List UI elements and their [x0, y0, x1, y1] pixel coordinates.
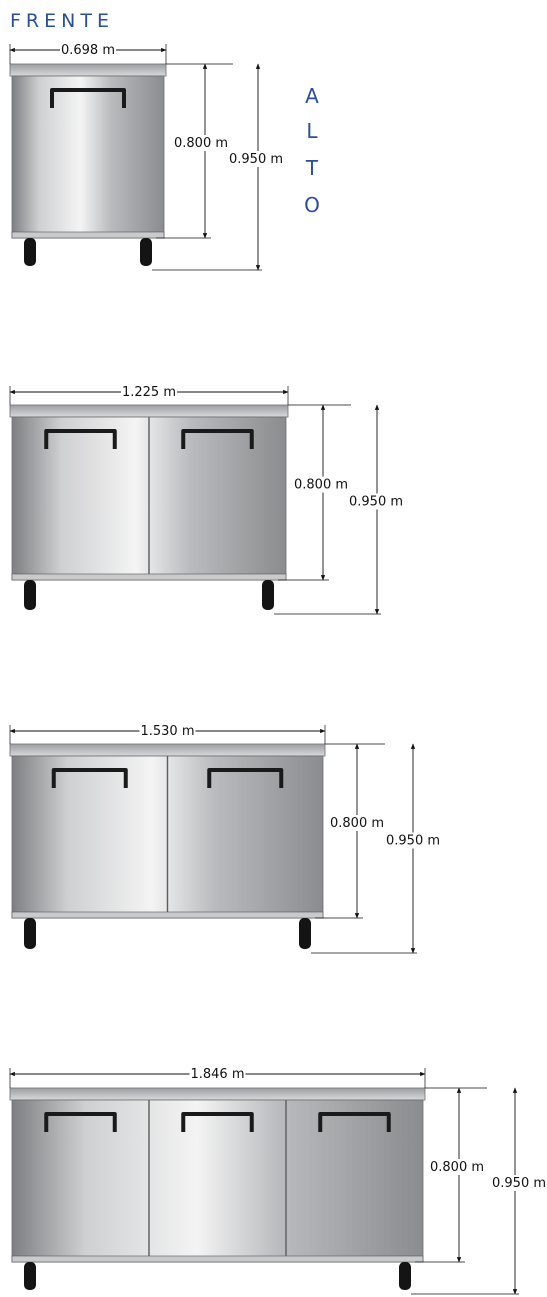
base-strip [11, 231, 165, 239]
door-handle [207, 768, 284, 788]
door-handle [181, 1112, 254, 1132]
side-letter: A [305, 84, 319, 108]
label-backing [121, 384, 177, 398]
countertop [9, 1087, 426, 1101]
door-handle [51, 768, 128, 788]
total-height-label: 0.950 m [349, 495, 403, 510]
caster-leg [24, 1262, 36, 1290]
label-backing [139, 723, 196, 737]
total-height-label: 0.950 m [386, 834, 440, 849]
caster-leg [24, 918, 36, 949]
label-backing [348, 493, 404, 510]
width-label: 1.225 m [122, 385, 176, 400]
countertop [9, 63, 167, 77]
door-handle [44, 429, 117, 449]
width-label: 1.846 m [190, 1067, 244, 1082]
label-backing [189, 1066, 246, 1080]
caster-leg [299, 918, 311, 949]
caster-leg [24, 238, 36, 266]
door-handle [318, 1112, 391, 1132]
width-label: 0.698 m [61, 43, 115, 58]
base-strip [11, 911, 324, 919]
countertop [9, 404, 289, 418]
cabinet-body [11, 75, 165, 239]
label-backing [60, 42, 116, 56]
refrigerator-unit: 1.530 m 0.800 m0.950 m [9, 723, 441, 954]
body-height-label: 0.800 m [430, 1160, 484, 1175]
caster-leg [24, 580, 36, 610]
side-label: A L T O [304, 84, 320, 217]
units-layer: 0.698 m0.800 m0.950 m1.225 m0.800 m0.950… [9, 42, 547, 1295]
label-backing [491, 1175, 547, 1191]
label-backing [173, 135, 229, 151]
caster-leg [399, 1262, 411, 1290]
side-letter: L [306, 119, 318, 143]
total-height-label: 0.950 m [229, 152, 283, 167]
body-height-label: 0.800 m [174, 136, 228, 151]
label-backing [293, 476, 349, 493]
caster-leg [262, 580, 274, 610]
label-backing [385, 832, 441, 849]
body-height-label: 0.800 m [294, 478, 348, 493]
label-backing [429, 1159, 485, 1175]
body-height-label: 0.800 m [330, 816, 384, 831]
door-handle [44, 1112, 117, 1132]
label-backing [228, 151, 284, 167]
refrigerator-unit: 1.846 m 0.800 m 0.950 m [9, 1066, 547, 1295]
side-letter: T [305, 156, 319, 180]
base-strip [11, 573, 287, 581]
refrigerator-unit: 0.698 m 0.800 m0.950 m [9, 42, 284, 271]
side-letter: O [304, 193, 320, 217]
cabinet-body [11, 1099, 424, 1263]
countertop [9, 743, 326, 757]
total-height-label: 0.950 m [492, 1176, 546, 1191]
door-handle [181, 429, 254, 449]
page-heading: FRENTE [10, 10, 114, 32]
refrigerator-unit: 1.225 m 0.800 m0.950 m [9, 384, 404, 615]
base-strip [11, 1255, 424, 1263]
width-label: 1.530 m [140, 724, 194, 739]
caster-leg [140, 238, 152, 266]
door-handle [50, 88, 126, 108]
label-backing [329, 815, 385, 831]
